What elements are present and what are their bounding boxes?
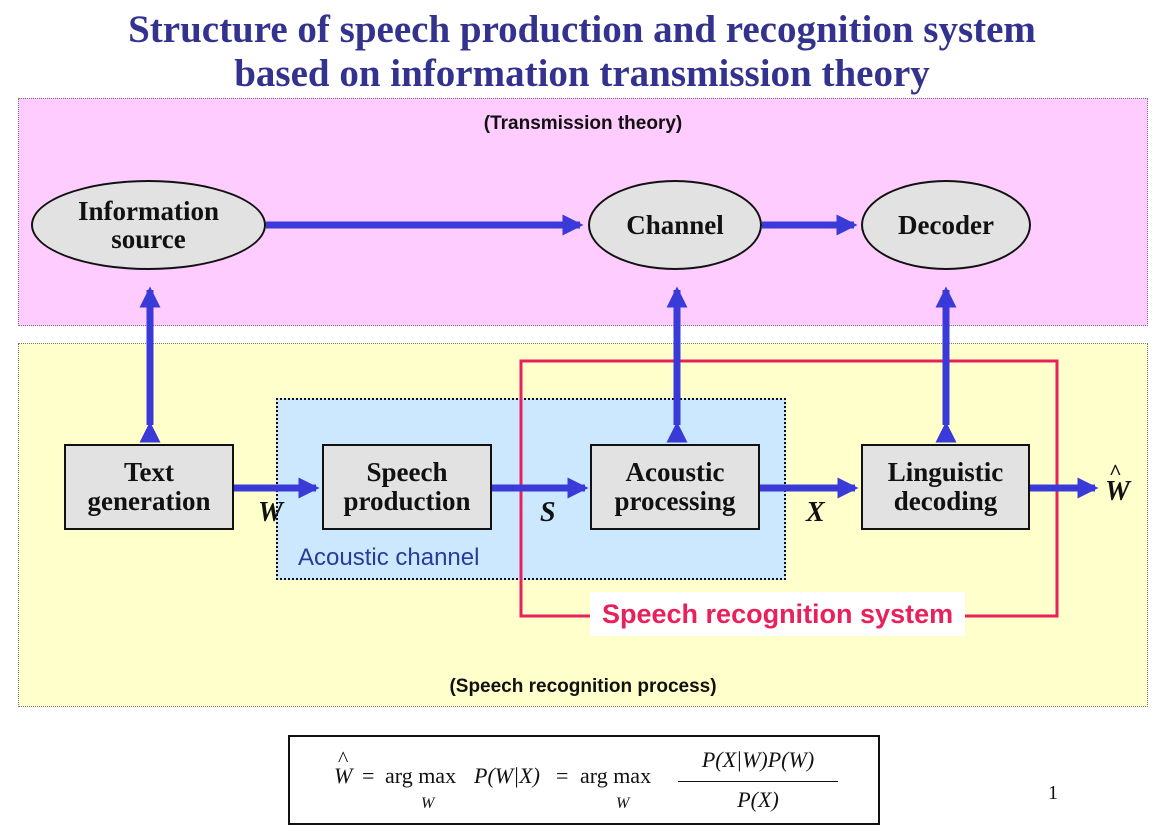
- decoder-label: Decoder: [898, 210, 994, 240]
- formula-lhs: W: [334, 746, 352, 789]
- formula-lhs-text: W: [334, 746, 352, 789]
- transmission-theory-label: (Transmission theory): [483, 113, 683, 134]
- speech-production-line-1: Speech: [366, 457, 448, 487]
- formula-argmax-1-subscript: W: [421, 795, 435, 812]
- text-generation-line-1: Text: [123, 457, 174, 487]
- formula-fraction-bar: [678, 781, 838, 782]
- formula-equals-2: =: [556, 763, 569, 788]
- linguistic-decoding-line-2: decoding: [893, 486, 998, 516]
- formula-numerator: P(X|W)P(W): [701, 747, 815, 772]
- slide-title-line-2: based on information transmission theory: [234, 52, 930, 95]
- signal-w: W: [258, 497, 283, 528]
- decoder-node: Decoder: [861, 180, 1031, 270]
- acoustic-channel-label: Acoustic channel: [298, 544, 480, 571]
- speech-production-line-2: production: [343, 486, 471, 516]
- bayes-decision-formula: W = arg max W P(W|X) = arg max W P(X|W)P…: [288, 735, 880, 825]
- channel-label: Channel: [626, 210, 724, 240]
- speech-recognition-system-label: Speech recognition system: [590, 592, 966, 636]
- information-source-line-1: Information: [78, 196, 219, 226]
- formula-denominator: P(X): [737, 787, 779, 812]
- formula-argmax-2: arg max: [580, 763, 652, 788]
- acoustic-processing-line-2: processing: [614, 486, 736, 516]
- linguistic-decoding-line-1: Linguistic: [887, 457, 1004, 487]
- formula-posterior: P(W|X): [474, 763, 540, 788]
- slide-title-line-1: Structure of speech production and recog…: [128, 8, 1036, 51]
- formula-argmax-1: arg max: [385, 763, 457, 788]
- information-source-line-2: source: [111, 224, 186, 254]
- signal-s: S: [540, 497, 556, 528]
- text-generation-line-2: generation: [87, 486, 211, 516]
- formula-equals-1: =: [362, 763, 375, 788]
- signal-w-hat-text: W: [1105, 459, 1130, 508]
- signal-x: X: [806, 497, 825, 528]
- channel-node: Channel: [588, 180, 762, 270]
- acoustic-processing-line-1: Acoustic: [625, 457, 725, 487]
- page-number: 1: [1048, 782, 1058, 804]
- signal-w-hat: W: [1105, 459, 1130, 508]
- speech-recognition-process-label: (Speech recognition process): [449, 676, 717, 697]
- formula-argmax-2-subscript: W: [616, 795, 630, 812]
